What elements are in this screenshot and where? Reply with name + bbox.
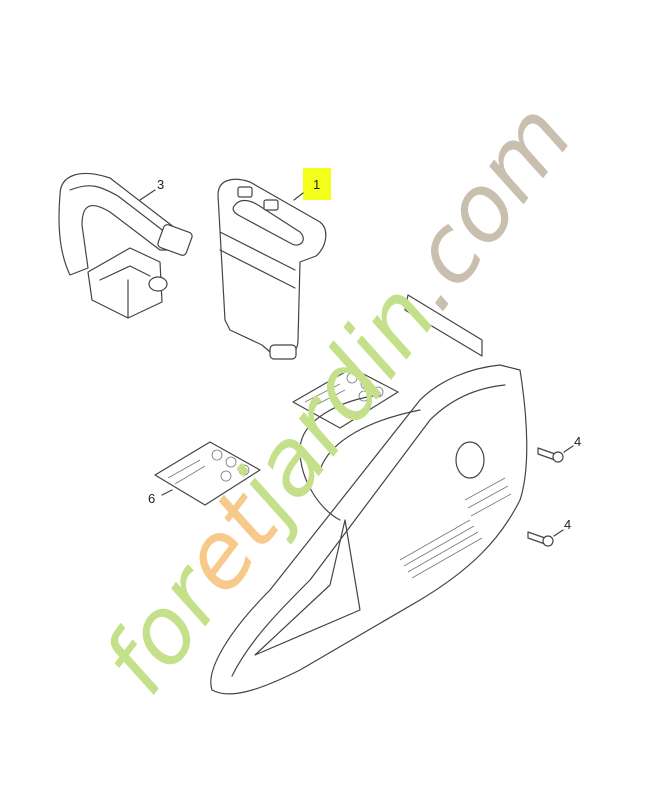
callout-6: 6: [148, 491, 155, 506]
callout-1: 1: [313, 177, 320, 192]
screw-lower-part: [527, 531, 554, 547]
label-strip: [404, 294, 483, 357]
callout-1-highlight: [303, 168, 331, 200]
leader-line-4-upper: [563, 445, 574, 453]
screw-upper-part: [537, 447, 564, 463]
handguard-part: [217, 178, 327, 360]
callout-3: 3: [157, 177, 164, 192]
leader-line-3: [139, 189, 156, 201]
callout-4-upper: 4: [574, 434, 581, 449]
leader-line-6: [161, 489, 173, 496]
label-set-part: [154, 441, 261, 506]
leader-line-1: [293, 192, 304, 201]
warning-label-upper: [292, 367, 399, 429]
handle-part: [58, 172, 193, 319]
housing-part: [210, 364, 528, 695]
callout-4-lower: 4: [564, 517, 571, 532]
leader-line-4-lower: [553, 529, 564, 537]
